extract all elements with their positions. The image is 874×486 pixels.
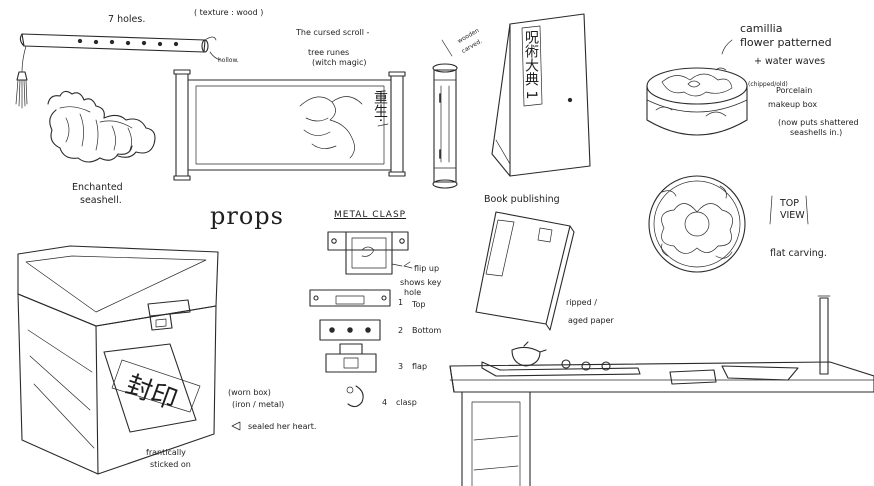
flat-carving-label: flat carving. <box>770 248 827 259</box>
metal-clasp-heading: METAL CLASP <box>334 210 407 220</box>
published-book-drawing <box>475 211 575 331</box>
top-view-label-line1: TOP <box>780 198 800 209</box>
scroll-runes-line1: tree runes <box>308 48 350 57</box>
clasp-part-2-label: Bottom <box>412 326 442 335</box>
flute-texture-label: ( texture : wood ) <box>194 8 264 17</box>
makeup-box-top-view-drawing <box>648 175 746 273</box>
scroll-title-label: The cursed scroll - <box>296 28 370 37</box>
book-publishing-label: Book publishing <box>484 194 560 205</box>
scroll-characters: 重生· <box>372 90 388 123</box>
worn-box-drawing <box>17 245 219 475</box>
scroll-runes-line2: (witch magic) <box>312 58 367 67</box>
seashells-label-line1: (now puts shattered <box>778 118 859 127</box>
flute-drawing <box>15 33 221 109</box>
worn-box-label-line1: (worn box) <box>228 388 271 397</box>
clasp-flip-up-label: flip up <box>414 264 440 273</box>
frantically-label-line1: frantically <box>146 448 186 457</box>
porcelain-label-line1: Porcelain <box>776 86 813 95</box>
metal-clasp-drawing <box>309 231 409 408</box>
sealed-heart-label: sealed her heart. <box>248 422 317 431</box>
clasp-part-3-number: 3 <box>398 362 404 371</box>
wooden-cylinder-drawing <box>432 63 458 189</box>
water-waves-label: + water waves <box>754 56 826 67</box>
clasp-shows-line2: hole <box>404 288 422 297</box>
flute-hollow-label: hollow. <box>218 57 239 64</box>
book-ripped-line2: aged paper <box>568 316 614 325</box>
worn-box-label-line2: (iron / metal) <box>232 400 285 409</box>
cursed-scroll-drawing <box>173 69 406 181</box>
book-ripped-line1: ripped / <box>566 298 597 307</box>
seashell-drawing <box>47 90 156 163</box>
clasp-part-4-number: 4 <box>382 398 388 407</box>
flute-holes-label: 7 holes. <box>108 14 146 25</box>
camellia-label-line1: camillia <box>740 22 783 35</box>
clasp-part-1-label: Top <box>412 300 426 309</box>
seashell-label-line2: seashell. <box>80 195 122 206</box>
clasp-part-2-number: 2 <box>398 326 404 335</box>
clasp-part-4-label: clasp <box>396 398 417 407</box>
seashells-label-line2: seashells in.) <box>790 128 843 137</box>
camellia-label-line2: flower patterned <box>740 36 832 49</box>
clasp-part-3-label: flap <box>412 362 428 371</box>
seashell-label-line1: Enchanted <box>72 182 123 193</box>
porcelain-label-line2: makeup box <box>768 100 818 109</box>
makeup-box-drawing <box>646 67 748 136</box>
table-drawing <box>449 295 874 486</box>
clasp-part-1-number: 1 <box>398 298 404 307</box>
page-title: props <box>210 202 284 230</box>
clasp-shows-line1: shows key <box>400 278 442 287</box>
frantically-label-line2: sticked on <box>150 460 191 469</box>
book-characters: 呪術大典 1 <box>523 30 539 100</box>
chipped-label: (chipped/old) <box>748 81 788 88</box>
top-view-label-line2: VIEW <box>780 210 805 221</box>
book-drawing <box>491 13 591 177</box>
